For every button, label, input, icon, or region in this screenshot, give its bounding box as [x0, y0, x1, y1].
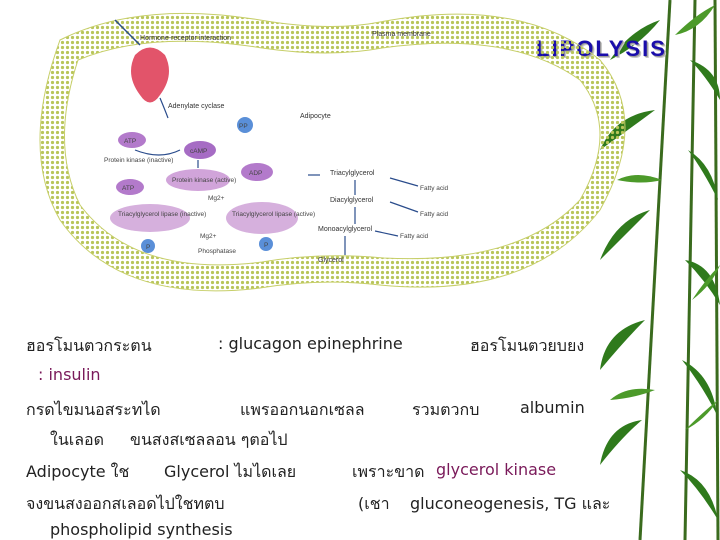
line-1-part-3: ฮอรโมนตวยบยง	[470, 336, 585, 355]
label-fatty-acid-3: Fatty acid	[400, 233, 429, 240]
lipolysis-diagram: Hormone-receptor interaction Plasma memb…	[39, 12, 626, 292]
line-6-part-2: (เชา	[358, 494, 390, 513]
label-mg2: Mg2+	[208, 195, 225, 202]
label-atp-1: ATP	[124, 138, 136, 145]
receptor-protein	[131, 47, 169, 103]
line-7-part-1: phospholipid synthesis	[50, 520, 233, 539]
label-triacylglycerol: Triacylglycerol	[330, 170, 375, 177]
label-hormone-receptor: Hormone-receptor interaction	[140, 35, 231, 42]
line-5-part-2: Glycerol ไมไดเลย	[164, 462, 297, 481]
label-monoacylglycerol: Monoacylglycerol	[318, 226, 373, 233]
label-adp: ADP	[249, 170, 262, 177]
line-3-part-2: แพรออกนอกเซลล	[240, 400, 365, 419]
label-plasma-membrane: Plasma membrane	[372, 31, 431, 38]
label-protein-kinase-active: Protein kinase (active)	[172, 177, 236, 184]
pathway-arrows	[134, 97, 419, 255]
line-6-part-1: จงขนสงออกสเลอดไปใชทตบ	[26, 494, 225, 513]
label-camp: cAMP	[190, 148, 207, 155]
line-5-part-4: glycerol kinase	[436, 460, 557, 479]
label-p-2: P	[264, 242, 268, 249]
label-phosphatase: Phosphatase	[198, 248, 236, 255]
line-3-part-1: กรดไขมนอสระทได	[26, 400, 161, 419]
label-pp: PP	[239, 123, 248, 130]
line-4-part-1: ในเลอด	[50, 430, 105, 449]
line-6-part-3: gluconeogenesis, TG และ	[410, 494, 611, 513]
label-atp-2: ATP	[122, 185, 134, 192]
label-glycerol: Glycerol	[318, 257, 344, 264]
line-1-part-2: : glucagon epinephrine	[218, 334, 403, 353]
label-adenylate-cyclase: Adenylate cyclase	[168, 103, 225, 110]
label-protein-kinase-inactive: Protein kinase (inactive)	[104, 157, 173, 164]
line-2-part-1: : insulin	[38, 365, 101, 384]
label-p-1: P	[146, 244, 150, 251]
line-4-part-2: ขนสงสเซลลอน ๆตอไป	[130, 430, 288, 449]
line-1-part-1: ฮอรโมนตวกระตน	[26, 336, 152, 355]
label-fatty-acid-2: Fatty acid	[420, 211, 449, 218]
line-5-part-1: Adipocyte ใช	[26, 462, 130, 481]
line-5-part-3: เพราะขาด	[352, 462, 425, 481]
label-tg-lipase-active: Triacylglycerol lipase (active)	[232, 211, 315, 218]
label-tg-lipase-inactive: Triacylglycerol lipase (inactive)	[118, 211, 206, 218]
cell-membrane	[39, 12, 626, 292]
label-adipocyte: Adipocyte	[300, 113, 331, 120]
line-3-part-3: รวมตวกบ	[412, 400, 480, 419]
label-fatty-acid-1: Fatty acid	[420, 185, 449, 192]
label-diacylglycerol: Diacylglycerol	[330, 197, 374, 204]
line-3-part-4: albumin	[520, 398, 585, 417]
label-mg2-b: Mg2+	[200, 233, 217, 240]
